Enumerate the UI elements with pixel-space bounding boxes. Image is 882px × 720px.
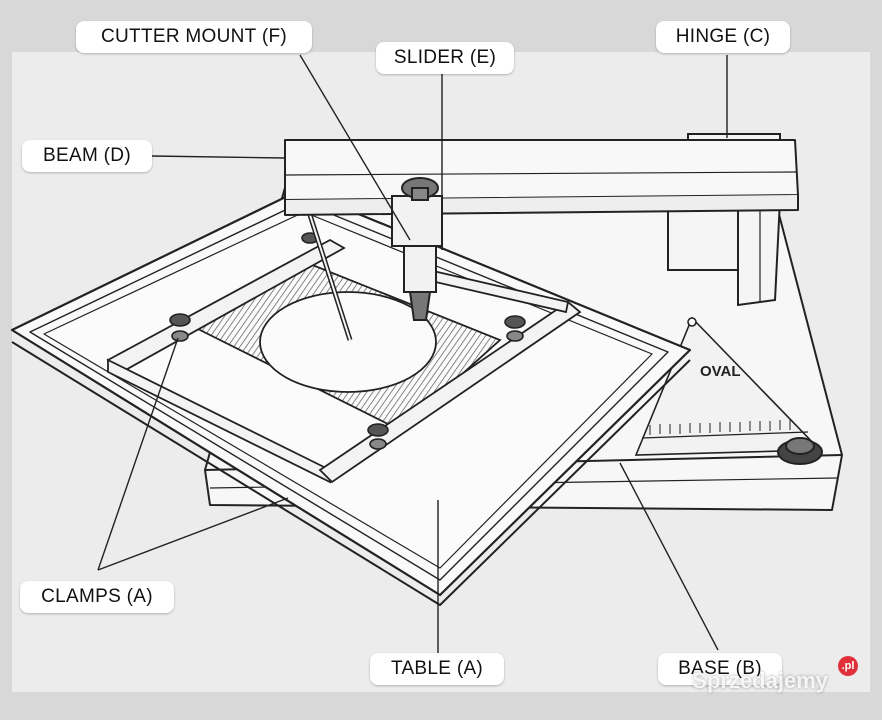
beam (284, 139, 799, 216)
clamp-knobs (169, 232, 526, 450)
watermark: Sprzedajemy .pl (692, 656, 858, 694)
cutter-mount (403, 245, 437, 321)
watermark-badge: .pl (838, 656, 858, 676)
label-slider: SLIDER (E) (376, 42, 514, 74)
label-table: TABLE (A) (370, 653, 504, 685)
label-beam: BEAM (D) (22, 140, 152, 172)
angle-knob (777, 437, 823, 465)
clamp-rails (106, 238, 582, 484)
leader-lines (97, 54, 728, 653)
watermark-text: Sprzedajemy (692, 668, 828, 693)
mat-board (188, 261, 502, 432)
slider (391, 177, 443, 247)
label-base: BASE (B) (658, 653, 782, 685)
label-cutter-mount: CUTTER MOUNT (F) (76, 21, 312, 53)
oval-logo-text: OVAL (700, 363, 741, 380)
label-clamps: CLAMPS (A) (20, 581, 174, 613)
cutter-blade (307, 214, 353, 341)
label-hinge: HINGE (C) (656, 21, 790, 53)
